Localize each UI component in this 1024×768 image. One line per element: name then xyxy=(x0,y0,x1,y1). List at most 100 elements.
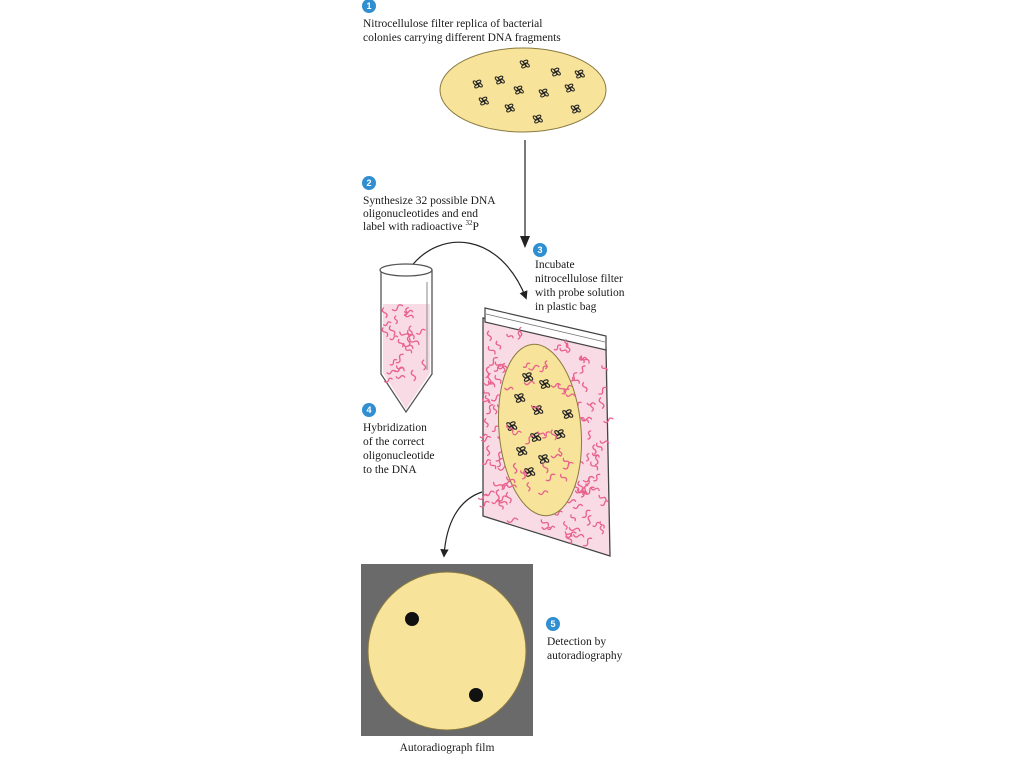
probe-squiggle xyxy=(492,481,504,489)
step-2: 2 Synthesize 32 possible DNA oligonucleo… xyxy=(362,176,496,233)
probe-squiggle xyxy=(479,433,488,439)
probe-squiggle xyxy=(389,358,398,366)
probe-squiggle xyxy=(590,461,599,471)
probe-squiggle xyxy=(395,365,405,372)
probe-squiggle xyxy=(568,527,581,532)
probe-squiggle xyxy=(592,444,597,455)
probe-squiggle xyxy=(544,360,548,370)
probe-squiggle xyxy=(586,402,596,406)
probe-squiggle xyxy=(495,489,500,502)
probe-squiggle xyxy=(599,440,610,444)
step-3-badge: 3 xyxy=(533,243,547,257)
probe-squiggle xyxy=(498,502,504,510)
step-4-caption-line-2: of the correct xyxy=(363,436,425,448)
step-1-badge-circle xyxy=(362,0,376,13)
probe-squiggle xyxy=(506,423,514,433)
probe-squiggle xyxy=(518,326,523,338)
probe-squiggle xyxy=(546,525,556,531)
probe-squiggle xyxy=(542,431,551,439)
colony xyxy=(550,67,561,77)
probe-squiggle xyxy=(559,347,568,354)
probe-squiggle xyxy=(487,380,496,388)
probe-squiggle xyxy=(586,452,590,462)
probe-squiggle xyxy=(541,526,552,530)
probe-squiggle xyxy=(484,394,490,403)
probe-squiggle xyxy=(558,447,563,457)
probe-squiggle xyxy=(495,340,502,350)
arrow-bag-to-film xyxy=(440,491,483,558)
step-3-caption-line-4: in plastic bag xyxy=(535,301,597,313)
colony xyxy=(494,75,505,85)
colony xyxy=(514,393,526,403)
probe-squiggle xyxy=(506,476,516,484)
bag-seal xyxy=(484,307,607,351)
colony xyxy=(564,83,575,93)
probe-squiggle xyxy=(581,484,589,495)
probe-squiggle xyxy=(395,353,404,364)
probe-squiggle xyxy=(587,430,592,440)
probe-squiggle xyxy=(603,417,614,424)
probe-squiggle xyxy=(525,435,534,445)
colony xyxy=(472,79,483,89)
colony xyxy=(562,409,574,419)
probe-squiggle xyxy=(601,365,608,372)
probe-squiggle xyxy=(537,431,546,436)
colony xyxy=(522,372,534,382)
probe-squiggle xyxy=(578,356,588,361)
probe-squiggle xyxy=(581,417,590,423)
probe-squiggle xyxy=(559,473,568,482)
probe-squiggle xyxy=(523,380,535,386)
probe-squiggle xyxy=(506,484,517,488)
probe-squiggle xyxy=(393,315,398,325)
probe-squiggle xyxy=(570,514,576,522)
probe-squiggle xyxy=(388,325,396,336)
probe-squiggle xyxy=(488,356,498,366)
tube-opening xyxy=(379,263,433,277)
probe-squiggle xyxy=(579,365,586,374)
probe-squiggle xyxy=(492,405,498,415)
probe-squiggle xyxy=(598,494,607,501)
probe-squiggle xyxy=(528,364,540,371)
probe-squiggle xyxy=(572,503,584,510)
probe-solution xyxy=(383,304,430,409)
probe-squiggle xyxy=(526,482,531,492)
step-4-badge-circle xyxy=(362,403,376,417)
film-caption: Autoradiograph film xyxy=(400,742,495,754)
probe-squiggle xyxy=(496,457,503,468)
probe-squiggle xyxy=(598,397,605,409)
probe-squiggle xyxy=(600,500,609,507)
probe-squiggle xyxy=(599,525,604,535)
probe-squiggle xyxy=(399,331,410,338)
probe-squiggle xyxy=(501,362,506,373)
colony xyxy=(539,379,551,389)
step-4-caption-line-4: to the DNA xyxy=(363,464,417,476)
probe-squiggle xyxy=(486,330,492,342)
hybridization-spot-1 xyxy=(405,612,419,626)
step-4: 4 Hybridization of the correct oligonucl… xyxy=(362,403,435,476)
probe-squiggle xyxy=(553,344,562,351)
probe-squiggle xyxy=(404,313,414,319)
probe-squiggle xyxy=(498,495,508,502)
probe-squiggle xyxy=(384,377,393,383)
probe-squiggle xyxy=(512,430,522,436)
probe-squiggle xyxy=(404,309,414,314)
oligonucleotide-probes-in-tube xyxy=(381,304,427,383)
probe-squiggle xyxy=(561,388,570,395)
probe-squiggle xyxy=(416,328,426,335)
colony xyxy=(504,103,515,113)
probe-squiggle xyxy=(550,382,561,388)
colony xyxy=(519,59,530,69)
probe-squiggle xyxy=(489,461,497,470)
probe-squiggle xyxy=(590,487,600,492)
probe-squiggle xyxy=(540,519,550,527)
probe-squiggle xyxy=(564,531,573,537)
probe-squiggle xyxy=(383,321,392,327)
step-3-caption-line-2: nitrocellulose filter xyxy=(535,273,623,285)
probe-squiggle xyxy=(522,362,531,369)
colony xyxy=(554,429,566,439)
probe-squiggle xyxy=(397,338,404,348)
step-2-caption-line-3-text: label with radioactive xyxy=(363,221,463,233)
filter-in-bag xyxy=(497,343,583,517)
probe-squiggle xyxy=(566,499,577,504)
arrow-filter-to-bag-head xyxy=(520,236,530,248)
